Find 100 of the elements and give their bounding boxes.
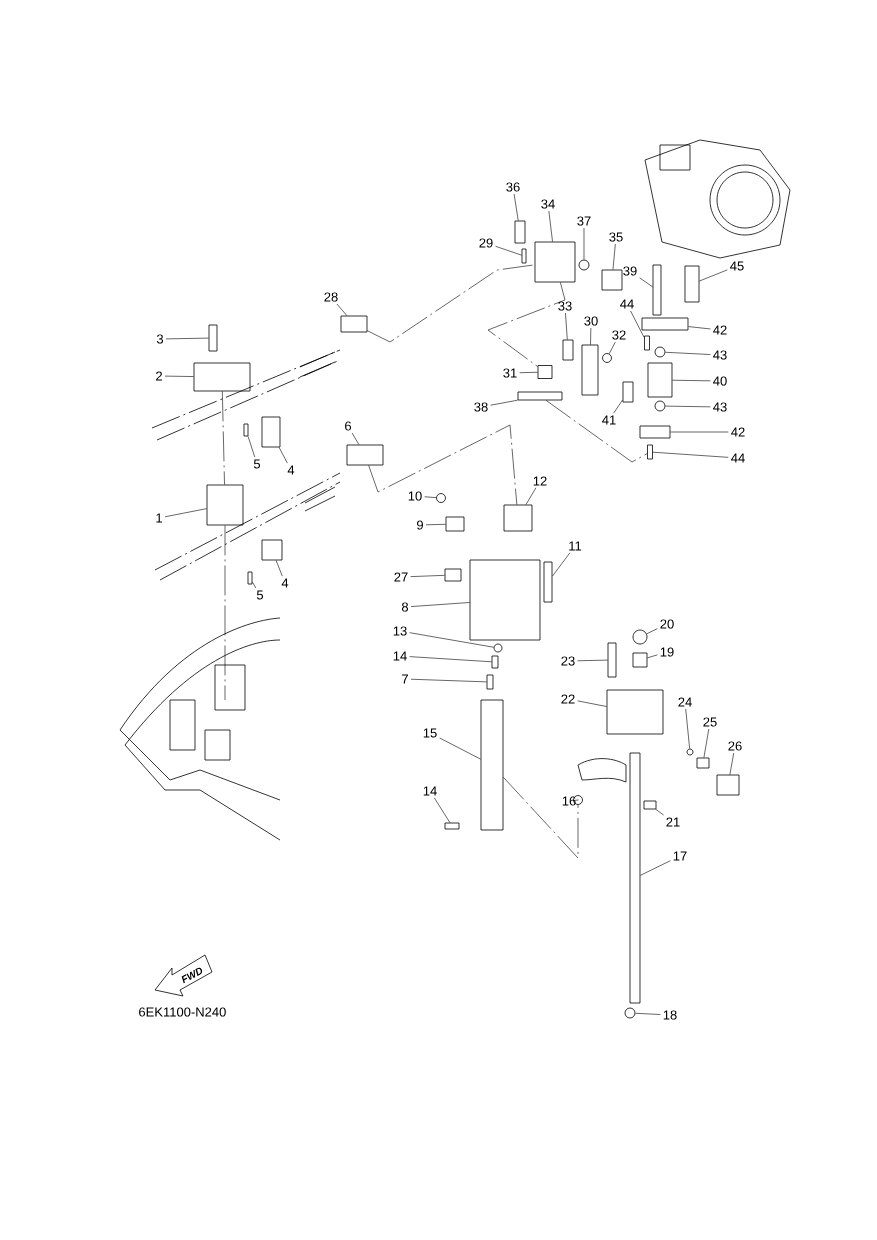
callout-number: 9 bbox=[417, 520, 423, 530]
part-outline bbox=[647, 444, 653, 460]
leader-line bbox=[652, 451, 729, 458]
part-outline bbox=[696, 757, 710, 769]
leader-line bbox=[608, 341, 616, 354]
callout-number: 14 bbox=[393, 651, 407, 661]
callout-number: 30 bbox=[584, 316, 598, 326]
callout-number: 21 bbox=[666, 817, 680, 827]
part-outline bbox=[632, 629, 648, 645]
callout-number: 7 bbox=[402, 674, 408, 684]
callout-number: 33 bbox=[558, 301, 572, 311]
leader-line bbox=[548, 210, 553, 242]
part-outline bbox=[469, 559, 541, 641]
leader-line bbox=[513, 193, 519, 221]
callout-number: 40 bbox=[713, 376, 727, 386]
part-outline bbox=[537, 365, 553, 379]
callout-number: 29 bbox=[479, 238, 493, 248]
leader-line bbox=[439, 737, 481, 760]
part-outline bbox=[503, 504, 533, 532]
part-outline bbox=[602, 353, 612, 363]
leader-line bbox=[613, 399, 623, 414]
callout-number: 23 bbox=[561, 656, 575, 666]
leader-line bbox=[685, 708, 690, 749]
part-outline bbox=[436, 493, 446, 503]
part-outline bbox=[654, 400, 666, 412]
part-outline bbox=[346, 444, 384, 466]
callout-number: 42 bbox=[713, 325, 727, 335]
callout-number: 24 bbox=[678, 697, 692, 707]
callout-number: 19 bbox=[660, 647, 674, 657]
assembly-line bbox=[224, 525, 226, 701]
leader-line bbox=[519, 371, 538, 374]
callout-number: 10 bbox=[408, 491, 422, 501]
callout-number: 42 bbox=[731, 427, 745, 437]
part-outline bbox=[622, 381, 634, 403]
leader-line bbox=[565, 312, 568, 340]
assembly-line bbox=[222, 391, 225, 485]
part-outline bbox=[641, 317, 689, 331]
leader-line bbox=[590, 327, 592, 345]
leader-line bbox=[670, 431, 729, 433]
leader-line bbox=[425, 524, 446, 526]
callout-number: 3 bbox=[156, 334, 164, 344]
callout-number: 43 bbox=[713, 350, 727, 360]
callout-number: 36 bbox=[506, 182, 520, 192]
part-outline bbox=[486, 674, 494, 690]
part-outline bbox=[639, 425, 671, 439]
callout-number: 2 bbox=[156, 371, 162, 381]
leader-line bbox=[552, 552, 571, 577]
leader-line bbox=[278, 447, 288, 464]
callout-number: 11 bbox=[569, 541, 582, 551]
callout-number: 41 bbox=[602, 415, 616, 425]
callout-number: 37 bbox=[577, 216, 591, 226]
leader-line bbox=[409, 656, 492, 663]
leader-line bbox=[424, 496, 437, 498]
part-outline bbox=[607, 642, 617, 678]
callout-number: 13 bbox=[393, 626, 407, 636]
leader-line bbox=[495, 246, 522, 256]
part-outline bbox=[517, 391, 563, 401]
part-outline bbox=[654, 346, 666, 358]
part-outline bbox=[445, 516, 465, 532]
leader-line bbox=[336, 303, 348, 316]
leader-line bbox=[630, 310, 645, 338]
leader-line bbox=[434, 797, 451, 823]
assembly-line bbox=[367, 264, 535, 343]
leader-line bbox=[655, 809, 664, 816]
callout-number: 18 bbox=[663, 1010, 677, 1020]
leader-line bbox=[577, 700, 607, 707]
part-outline bbox=[606, 689, 664, 735]
callout-number: 45 bbox=[730, 261, 744, 271]
callout-number: 15 bbox=[423, 728, 437, 738]
callout-number: 27 bbox=[394, 572, 408, 582]
part-outline bbox=[643, 800, 657, 810]
leader-line bbox=[639, 277, 653, 288]
leader-line bbox=[646, 628, 658, 635]
leader-line bbox=[577, 659, 608, 662]
assembly-line bbox=[545, 400, 648, 463]
part-outline bbox=[261, 539, 283, 561]
part-outline bbox=[208, 324, 218, 352]
part-outline bbox=[243, 423, 249, 437]
leader-line bbox=[583, 227, 585, 260]
leader-line bbox=[490, 399, 518, 406]
callout-number: 4 bbox=[287, 465, 295, 475]
callout-number: 25 bbox=[703, 717, 717, 727]
part-outline bbox=[206, 484, 244, 526]
leader-line bbox=[410, 602, 470, 607]
callout-number: 43 bbox=[713, 402, 727, 412]
leader-line bbox=[525, 487, 537, 505]
leader-line bbox=[665, 351, 711, 355]
part-outline bbox=[193, 362, 251, 392]
callout-number: 44 bbox=[731, 453, 745, 463]
leader-line bbox=[165, 337, 209, 340]
part-outline bbox=[652, 264, 662, 316]
part-outline bbox=[632, 652, 648, 668]
part-outline bbox=[491, 655, 499, 669]
leader-line bbox=[410, 678, 487, 683]
leader-line bbox=[703, 728, 710, 758]
part-outline bbox=[629, 752, 641, 1004]
part-outline bbox=[521, 248, 527, 264]
part-outline bbox=[686, 748, 694, 756]
leader-line bbox=[252, 581, 257, 589]
leader-line bbox=[409, 632, 494, 648]
